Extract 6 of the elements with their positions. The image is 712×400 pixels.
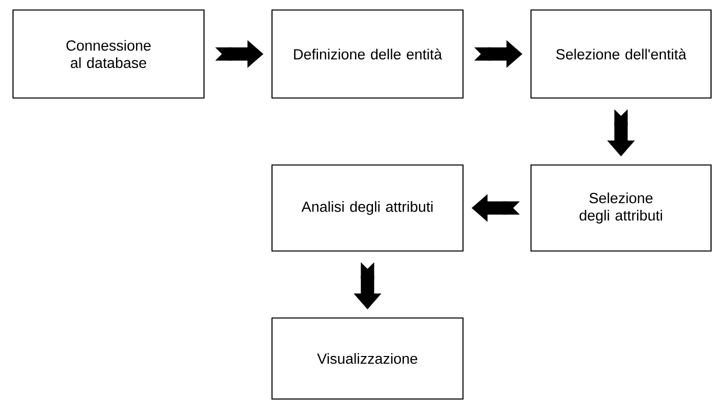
process-box: Selezione degli attributi <box>530 164 712 252</box>
process-box: Selezione dell'entità <box>530 9 712 99</box>
process-box: Connessione al database <box>12 9 205 99</box>
process-box: Visualizzazione <box>271 317 464 400</box>
process-box: Definizione delle entità <box>271 9 464 99</box>
process-box: Analisi degli attributi <box>271 164 464 252</box>
